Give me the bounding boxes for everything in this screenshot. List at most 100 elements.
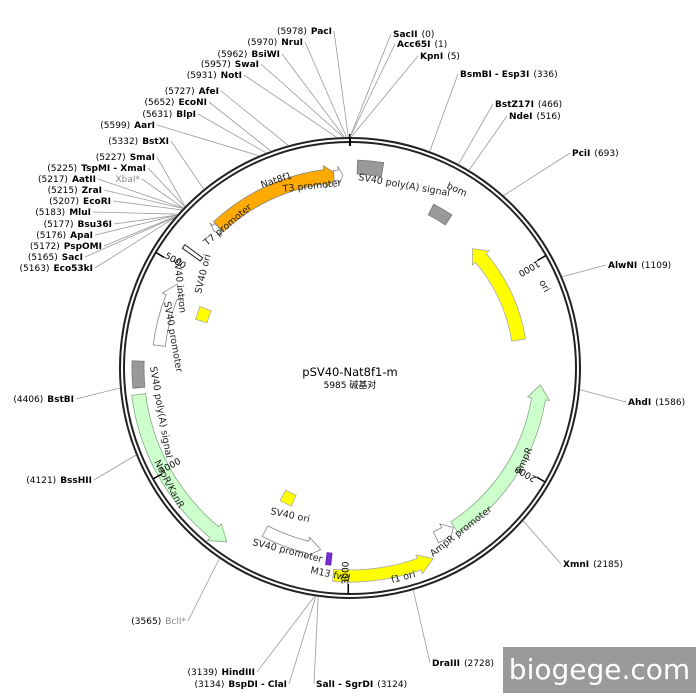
restriction-site-name[interactable]: SacII [393,30,418,40]
restriction-site-position: (5970) [247,38,277,48]
restriction-site-position: (693) [594,149,618,159]
restriction-site-position: (2185) [593,560,623,570]
restriction-site-leader [94,215,177,236]
restriction-site-name[interactable]: BlpI [176,110,196,120]
restriction-site-name[interactable]: NotI [221,71,242,81]
restriction-site-name[interactable]: BsmBI - Esp3I [460,70,529,80]
feature-sv40-ori-left-box[interactable] [194,305,212,324]
tick-mark [152,473,163,480]
restriction-site-leader [147,167,185,207]
restriction-site-leader [503,152,571,196]
restriction-site-leader [281,53,345,138]
tick-mark [536,476,546,483]
restriction-site-name[interactable]: SmaI [130,153,155,163]
restriction-site-position: (1109) [641,261,671,271]
restriction-site-name[interactable]: Acc65I [397,40,431,50]
restriction-site-leader [220,90,289,146]
feature-sv40-ori-bottom-box[interactable] [279,489,297,507]
restriction-site-leader [170,140,205,190]
feature-neor-kanr-arrow[interactable] [131,393,228,543]
restriction-site-leader [103,215,177,247]
restriction-site-name[interactable]: SacI [62,253,83,263]
restriction-site-position: (5183) [35,208,65,218]
restriction-site-leader [156,124,260,157]
feature-t3-promoter-arrow[interactable] [332,166,344,185]
restriction-sites: SacII(0)Acc65I(1)KpnI(5)BsmBI - Esp3I(33… [13,27,685,690]
restriction-site-position: (5176) [36,231,66,241]
feature-ampr-promoter-arrow[interactable] [432,523,454,544]
feature-m13-fwd-box[interactable] [325,552,333,566]
feature-sv40-polya-top-box[interactable] [356,159,385,178]
restriction-site-leader [187,558,220,622]
restriction-site-name[interactable]: PacI [311,27,332,37]
restriction-site-name[interactable]: XbaI* [115,175,140,185]
tick-label: 1000 [516,258,541,278]
feature-sv40-promoter-bottom-arrow[interactable] [261,525,322,558]
restriction-site-name[interactable]: NruI [281,38,303,48]
restriction-site-name[interactable]: TspMI - XmaI [81,164,146,174]
feature-label-sv40-polya-top: SV40 poly(A) signal [357,172,450,199]
restriction-site-leader [141,178,184,209]
feature-ampr-arrow[interactable] [450,384,551,535]
restriction-site-leader [94,217,175,269]
restriction-site-position: (3139) [188,668,218,678]
restriction-site-name[interactable]: XmnI [563,560,589,570]
feature-sv40-promoter-left-arrow[interactable] [152,283,182,347]
feature-shapes [131,159,551,583]
restriction-site-name[interactable]: AatII [72,175,96,185]
restriction-site-leader [93,454,137,481]
restriction-site-name[interactable]: Eco53kI [53,264,93,274]
restriction-site-name[interactable]: Bsu36I [78,220,113,230]
restriction-site-leader [197,113,267,154]
restriction-site-leader [412,590,431,664]
feature-bom-box[interactable] [427,203,453,226]
restriction-site-name[interactable]: NdeI [509,112,532,122]
restriction-site-leader [333,30,349,138]
restriction-site-name[interactable]: SalI - SgrDI [316,680,373,690]
restriction-site-name[interactable]: PciI [572,149,590,159]
restriction-site-position: (5962) [217,50,247,60]
restriction-site-leader [156,156,186,207]
restriction-site-name[interactable]: PspOMI [64,242,102,252]
restriction-site-name[interactable]: AhdI [628,398,651,408]
restriction-site-name[interactable]: ApaI [70,231,93,241]
restriction-site-leader [304,41,347,138]
restriction-site-name[interactable]: BstBI [47,395,74,405]
restriction-site-leader [92,211,178,215]
restriction-site-name[interactable]: EcoRI [83,197,111,207]
restriction-site-name[interactable]: BstZ17I [495,100,534,110]
restriction-site-name[interactable]: BspDI - ClaI [228,680,287,690]
feature-ori-arrow[interactable] [472,248,527,342]
restriction-site-name[interactable]: AfeI [199,87,219,97]
restriction-site-name[interactable]: BclI* [165,617,186,627]
restriction-site-name[interactable]: MluI [69,208,91,218]
feature-sv40-polya-left-box[interactable] [131,360,146,389]
restriction-site-name[interactable]: BstXI [142,137,169,147]
feature-sv40-intron-box[interactable] [181,244,204,262]
restriction-site-position: (5631) [142,110,172,120]
restriction-site-position: (466) [538,100,562,110]
feature-t7-promoter-arrow[interactable] [209,222,223,236]
restriction-site-leader [113,214,177,225]
feature-nat8f1-arrow[interactable] [213,165,340,233]
restriction-site-name[interactable]: KpnI [420,52,443,62]
restriction-site-position: (5931) [187,71,217,81]
restriction-site-name[interactable]: AlwNI [608,261,637,271]
restriction-site-position: (5207) [49,197,79,207]
restriction-site-position: (5332) [108,137,138,147]
restriction-site-name[interactable]: BsiWI [251,50,280,60]
restriction-site-name[interactable]: HindIII [221,668,255,678]
restriction-site-name[interactable]: BssHII [60,476,92,486]
restriction-site-name[interactable]: AarI [134,121,155,131]
feature-f1-ori-arrow[interactable] [332,554,434,583]
restriction-site-name[interactable]: DraIII [432,659,460,669]
restriction-site-leader [243,74,338,138]
watermark-background [503,647,696,693]
restriction-site-name[interactable]: EcoNI [178,98,207,108]
restriction-site-name[interactable]: ZraI [82,186,102,196]
restriction-site-position: (5978) [277,27,307,37]
restriction-site-leader [208,101,272,152]
restriction-site-name[interactable]: SwaI [235,60,259,70]
plasmid-name: pSV40-Nat8f1-m [302,365,397,379]
